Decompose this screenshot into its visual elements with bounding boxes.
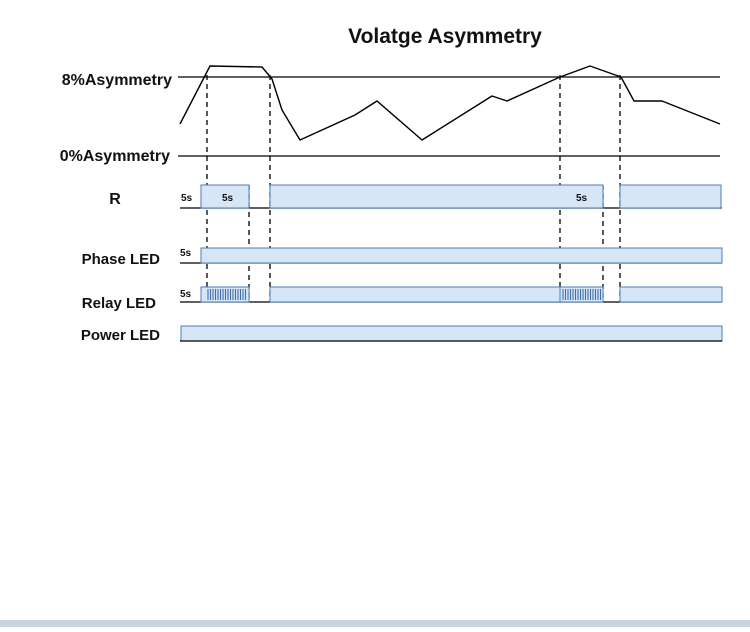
r-pulse-3: [619, 184, 722, 209]
r-delay-start: 5s: [181, 193, 193, 204]
row-label-relay-led: Relay LED: [82, 295, 156, 312]
upper-threshold-label: 8%Asymmetry: [62, 72, 172, 89]
row-label-r: R: [109, 191, 121, 208]
row-relay-led: Relay LED 5s: [82, 286, 723, 312]
relay-blink-2-stripes: [562, 289, 602, 300]
row-r: R 5s 5s 5s: [109, 184, 722, 209]
row-label-power-led: Power LED: [81, 327, 160, 344]
r-pulse-2: [269, 184, 604, 209]
row-phase-led: Phase LED 5s: [82, 247, 723, 268]
relay-blink-1-stripes: [207, 289, 247, 300]
r-delay-second: 5s: [576, 193, 588, 204]
r-delay-first: 5s: [222, 193, 234, 204]
diagram-title: Volatge Asymmetry: [348, 25, 542, 48]
row-power-led: Power LED: [81, 325, 723, 344]
phase-delay: 5s: [180, 248, 192, 259]
relay-delay: 5s: [180, 289, 192, 300]
asymmetry-waveform: [179, 65, 721, 141]
power-pulse: [180, 325, 723, 342]
row-label-phase-led: Phase LED: [82, 251, 161, 268]
relay-pulse-1: [269, 286, 561, 303]
relay-blink-2: [559, 286, 604, 303]
lower-threshold-label: 0%Asymmetry: [60, 148, 170, 165]
bottom-bar: [0, 620, 750, 627]
relay-pulse-2: [619, 286, 723, 303]
phase-pulse: [200, 247, 723, 264]
r-pulse-1: [200, 184, 250, 209]
threshold-crossing-markers: [206, 75, 621, 302]
